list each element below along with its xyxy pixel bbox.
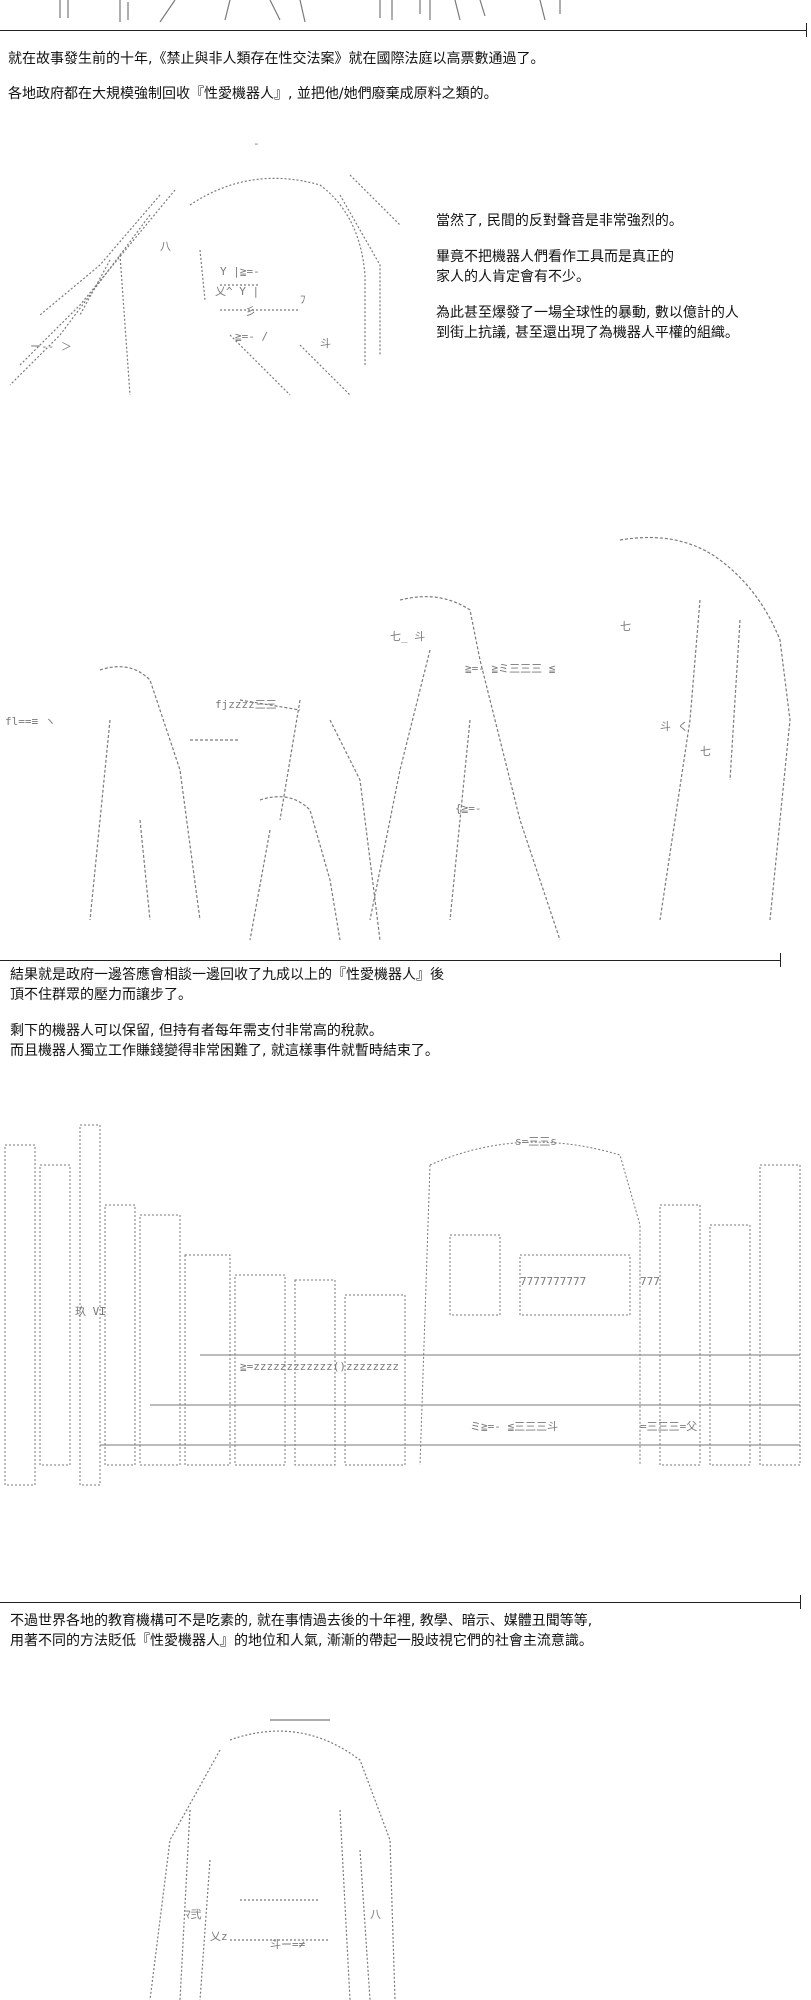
- city-art-text: ミ≧=- ≦三三三斗: [470, 1420, 558, 1433]
- crowd-art-text: 七: [700, 745, 711, 758]
- city-art-text: 777: [640, 1275, 660, 1288]
- divider-2: [0, 1602, 800, 1603]
- top-art-strip: [0, 0, 811, 37]
- girl-art-text: 八: [370, 1908, 381, 1921]
- crowd-art-text: fjzzzz三三: [215, 698, 277, 711]
- divider-1-tick: [780, 953, 781, 967]
- narration-1: 就在故事發生前的十年,《禁止與非人類存在性交法案》就在國際法庭以高票數通過了。: [8, 51, 545, 67]
- divider-top: [0, 30, 806, 31]
- crowd-art-glyph: 七: [620, 620, 631, 633]
- top-art-fragment: [59, 0, 561, 23]
- narration-9: 頂不住群眾的壓力而讓步了。: [10, 987, 192, 1003]
- girl-art-glyph: 乂z: [210, 1930, 228, 1943]
- narration-4: 畢竟不把機器人們看作工具而是真正的: [436, 249, 674, 265]
- narration-7: 到街上抗議, 甚至還出現了為機器人平權的組織。: [436, 325, 739, 341]
- narration-8: 結果就是政府一邊答應會相談一邊回收了九成以上的『性愛機器人』後: [10, 967, 444, 983]
- face-art-glyph: 八: [160, 240, 171, 253]
- face-art-glyph: ﾌ: [300, 293, 306, 306]
- crowd-art-glyph: fl==≡ ヽ: [5, 715, 56, 728]
- city-art-text: 7777777777: [520, 1275, 586, 1288]
- face-art-glyph: 彡: [245, 305, 256, 318]
- face-art-glyph: -: [253, 137, 260, 150]
- narration-11: 而且機器人獨立工作賺錢變得非常困難了, 就這樣事件就暫時結束了。: [10, 1043, 439, 1059]
- narration-2: 各地政府都在大規模強制回收『性愛機器人』, 並把他/她們廢棄成原料之類的。: [8, 86, 498, 102]
- narration-6: 為此甚至爆發了一場全球性的暴動, 數以億計的人: [436, 305, 739, 321]
- narration-5: 家人的人肯定會有不少。: [436, 269, 590, 285]
- girl-ascii-art: ﾏ弐 斗ー=≠ 八 乂z: [149, 1719, 396, 2000]
- city-ascii-art: ≧=zzzzzzzzzzzz()zzzzzzzz 7777777777 777 …: [4, 1124, 801, 1486]
- crowd-art-glyph: 七_ 斗: [390, 630, 425, 643]
- narration-10: 剩下的機器人可以保留, 但持有者每年需支付非常高的稅款。: [10, 1023, 383, 1039]
- face-ascii-art: - 八 Y |≧=- 乂^ Y | ﾌ 彡 ≧=- / 斗 ー-- ＞: [9, 137, 401, 396]
- narration-3: 當然了, 民間的反對聲音是非常強烈的。: [436, 213, 683, 229]
- narration-12: 不過世界各地的教育機構可不是吃素的, 就在事情過去後的十年裡, 教學、暗示、媒體…: [10, 1613, 593, 1629]
- divider-top-tick: [806, 23, 807, 37]
- crowd-art-text: 斗 く: [660, 720, 689, 733]
- divider-2-tick: [800, 1595, 801, 1609]
- divider-1: [0, 960, 780, 961]
- city-art-glyph: 玖 VI: [75, 1305, 106, 1318]
- face-art-glyph: ー-- ＞: [30, 340, 72, 353]
- girl-art-text: ﾏ弐: [185, 1908, 202, 1921]
- city-art-glyph: s=三三s: [515, 1135, 557, 1148]
- face-art-glyph: 斗: [320, 337, 331, 350]
- city-art-text: =三三三=父: [640, 1420, 697, 1433]
- city-art-text: ≧=zzzzzzzzzzzz()zzzzzzzz: [240, 1360, 399, 1373]
- face-art-glyph: Y |≧=-: [220, 265, 260, 278]
- crowd-art-text: ≧=- ≧ミ三三三 ≦: [465, 662, 556, 675]
- crowd-ascii-art: fjzzzz三三 ≧=- ≧ミ三三三 ≦ {≧=- 斗 く 七 fl==≡ ヽ …: [5, 536, 791, 941]
- crowd-art-text: {≧=-: [455, 802, 482, 815]
- narration-13: 用著不同的方法貶低『性愛機器人』的地位和人氣, 漸漸的帶起一股歧視它們的社會主流…: [10, 1633, 593, 1649]
- girl-art-text: 斗ー=≠: [270, 1938, 306, 1951]
- face-art-glyph: 乂^ Y |: [215, 285, 259, 298]
- face-art-glyph: ≧=- /: [235, 330, 268, 343]
